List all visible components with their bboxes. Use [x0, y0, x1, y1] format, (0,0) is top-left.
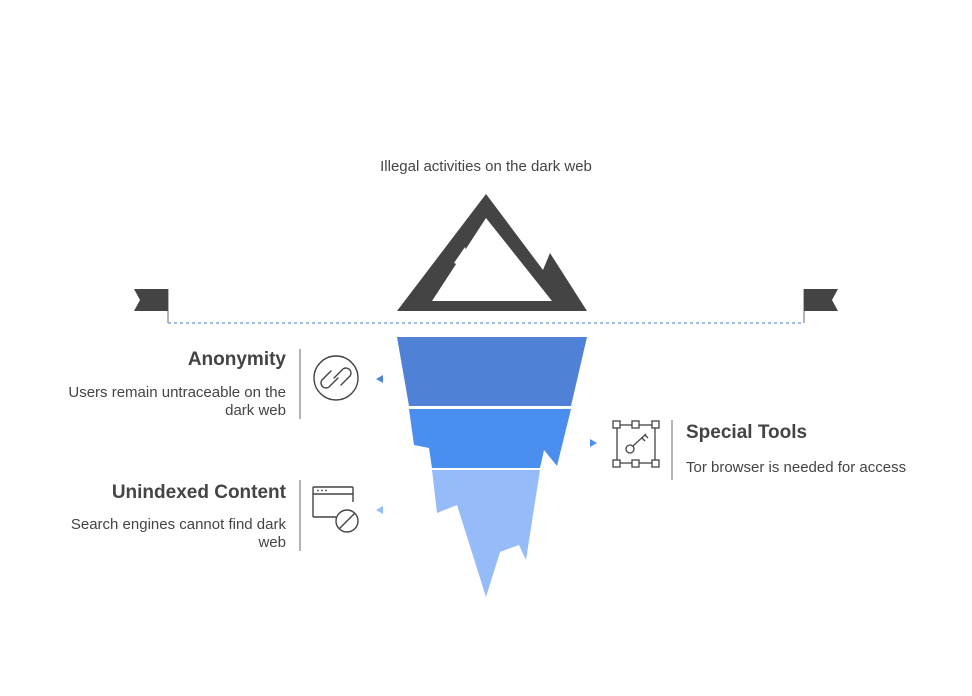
- anonymity-title: Anonymity: [187, 349, 286, 370]
- special-tools-pointer-icon: [590, 439, 597, 447]
- key-frame-icon: [612, 420, 660, 468]
- iceberg-tip-mountain-icon: [397, 194, 587, 311]
- iceberg-layer-anonymity: [397, 337, 587, 406]
- anonymity-pointer-icon: [376, 375, 383, 383]
- tip-label: Illegal activities on the dark web: [380, 158, 592, 175]
- special-tools-description: Tor browser is needed for access: [686, 459, 907, 476]
- iceberg-layer-unindexed-content: [432, 470, 540, 597]
- blocked-browser-icon: [312, 486, 359, 533]
- iceberg-layer-special-tools: [409, 409, 571, 468]
- special-tools-title: Special Tools: [686, 422, 808, 443]
- unindexed-content-description: Search engines cannot find dark web: [70, 516, 286, 551]
- link-circle-icon: [313, 355, 359, 401]
- unindexed-content-pointer-icon: [376, 506, 383, 514]
- right-flag-icon: [803, 289, 838, 323]
- anonymity-description: Users remain untraceable on the dark web: [68, 384, 286, 419]
- left-flag-icon: [134, 289, 169, 323]
- unindexed-content-title: Unindexed Content: [111, 482, 286, 503]
